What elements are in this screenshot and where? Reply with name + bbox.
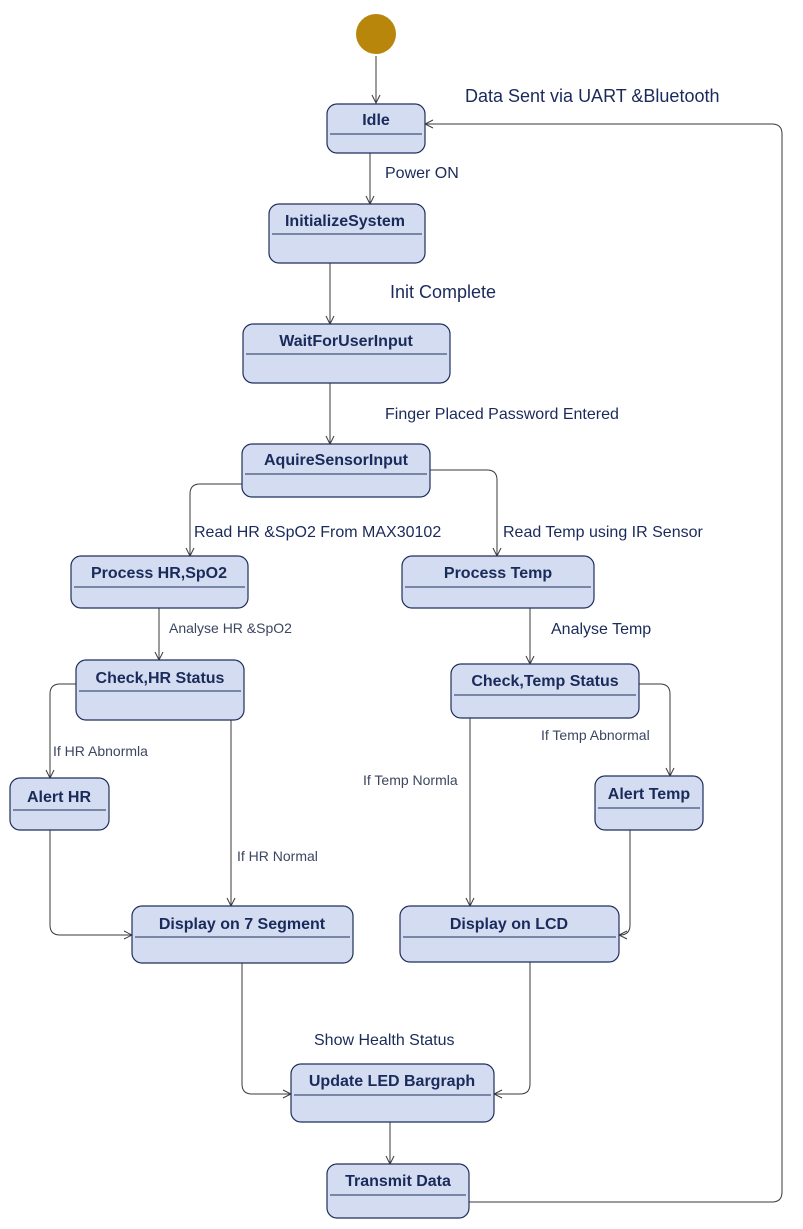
edge-acquire-processhr [190,483,242,556]
state-display-7-segment-label: Display on 7 Segment [159,916,326,933]
state-idle-label: Idle [362,112,390,129]
state-acquire-sensor-input-label: AquireSensorInput [264,452,409,469]
edge-display7-updateled [241,963,291,1094]
state-acquire-sensor-input: AquireSensorInput [241,443,431,498]
label-finger-placed: Finger Placed Password Entered [385,406,619,423]
state-process-hr-spo2: Process HR,SpO2 [70,555,249,609]
edge-alerthr-display7 [49,830,132,935]
label-read-hr: Read HR &SpO2 From MAX30102 [194,524,441,541]
edge-displaylcd-updateled [494,962,531,1094]
label-if-temp-normal: If Temp Normla [363,772,458,788]
label-power-on: Power ON [385,165,459,182]
state-alert-temp: Alert Temp [594,775,704,831]
label-if-hr-abnormal: If HR Abnormla [53,743,148,759]
state-display-7-segment: Display on 7 Segment [131,905,354,964]
state-initialize-system-label: InitializeSystem [285,213,405,230]
start-node [356,14,396,54]
state-process-hr-spo2-label: Process HR,SpO2 [91,565,227,582]
label-init-complete: Init Complete [390,282,496,302]
state-check-temp-status: Check,Temp Status [450,663,640,719]
label-if-hr-normal: If HR Normal [237,848,318,864]
label-data-sent: Data Sent via UART &Bluetooth [465,86,719,106]
state-check-hr-status-label: Check,HR Status [96,670,225,687]
state-alert-hr-label: Alert HR [27,789,91,806]
state-transmit-data: Transmit Data [326,1163,470,1219]
state-update-led-bargraph: Update LED Bargraph [290,1063,495,1123]
label-if-temp-abnormal: If Temp Abnormal [541,727,650,743]
state-transmit-data-label: Transmit Data [345,1173,451,1190]
state-process-temp-label: Process Temp [444,565,552,582]
state-alert-hr: Alert HR [9,777,110,831]
transitions [49,56,783,1203]
edge-checkhr-alerthr [50,683,76,778]
label-analyse-temp: Analyse Temp [551,621,651,638]
state-display-lcd: Display on LCD [399,905,620,963]
label-show-health: Show Health Status [314,1032,455,1049]
edge-acquire-processtemp [430,469,497,556]
state-wait-for-user-input-label: WaitForUserInput [279,333,413,350]
state-update-led-bargraph-label: Update LED Bargraph [309,1073,475,1090]
state-check-temp-status-label: Check,Temp Status [471,673,618,690]
state-display-lcd-label: Display on LCD [450,916,568,933]
edge-alerttemp-displaylcd [619,830,631,935]
state-idle: Idle [326,103,426,154]
state-alert-temp-label: Alert Temp [608,786,691,803]
edge-checktemp-alerttemp [639,683,670,776]
state-check-hr-status: Check,HR Status [75,659,245,721]
state-process-temp: Process Temp [401,555,595,609]
state-initialize-system: InitializeSystem [268,203,426,264]
label-analyse-hr: Analyse HR &SpO2 [169,620,292,636]
edge-transmit-idle [425,124,783,1203]
state-wait-for-user-input: WaitForUserInput [242,323,451,384]
label-read-temp: Read Temp using IR Sensor [503,524,703,541]
